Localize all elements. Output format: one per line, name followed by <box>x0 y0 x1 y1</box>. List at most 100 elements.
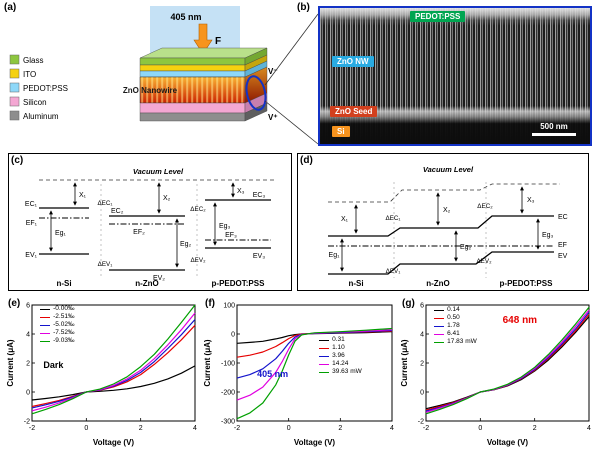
chart-f-annotation: 405 nm <box>257 368 289 379</box>
material-pedot: p-PEDOT:PSS <box>500 279 554 288</box>
label-dec1: ΔEC₁ <box>97 200 112 207</box>
legend-entry-label: 6.41 <box>447 330 460 338</box>
nsi-bands <box>39 207 89 255</box>
svg-text:2: 2 <box>26 361 30 368</box>
svg-text:-100: -100 <box>221 361 235 368</box>
svg-text:-200: -200 <box>221 390 235 397</box>
legend-line-swatch <box>434 325 445 327</box>
label-ev1: EV₁ <box>25 252 37 259</box>
svg-text:-2: -2 <box>423 425 429 432</box>
svg-text:Voltage (V): Voltage (V) <box>487 438 529 447</box>
label-ev: EV <box>558 253 568 260</box>
legend-line-swatch <box>434 341 445 343</box>
legend-line-swatch <box>319 355 330 357</box>
svg-text:0: 0 <box>420 390 424 397</box>
sem-image: PEDOT:PSS ZnO NW ZnO Seed Si 500 nm <box>318 6 592 146</box>
band-diagram-separated-box: (c) Vacuum Level <box>8 153 292 291</box>
nanowire-label: ZnO Nanowire <box>123 86 178 95</box>
label-eg1: Eg₁ <box>329 252 341 259</box>
legend-entry-label: 0.31 <box>332 336 345 344</box>
material-nzno: n-ZnO <box>426 279 450 288</box>
ito-layer <box>139 64 246 72</box>
panel-label-g: (g) <box>402 298 415 309</box>
zoom-ellipse <box>245 75 267 111</box>
material-labels-c: n-Si n-ZnO p-PEDOT:PSS <box>56 279 265 288</box>
label-x2: X₂ <box>443 207 451 214</box>
legend-entry-label: -5.02‰ <box>53 321 75 328</box>
legend-swatch-silicon <box>9 96 20 107</box>
legend-line-swatch <box>319 371 330 373</box>
label-eg3: Eg₃ <box>542 232 554 239</box>
legend-line-swatch <box>40 324 51 326</box>
material-nsi: n-Si <box>56 279 71 288</box>
legend-entry-label: 1.78 <box>447 322 460 330</box>
legend-line-swatch <box>434 309 445 311</box>
label-ef1: EF₁ <box>26 220 38 227</box>
pedot-layer <box>139 70 246 78</box>
force-arrow-icon <box>193 23 213 55</box>
label-dec2: ΔEC₂ <box>477 203 493 210</box>
device-schematic: Glass ITO PEDOT:PSS Silicon Aluminum 405… <box>9 6 278 122</box>
legend-line-swatch <box>319 339 330 341</box>
terminal-top-label: V⁻ <box>268 67 278 76</box>
legend-entry-label: -9.03‰ <box>53 337 75 344</box>
label-x1: X₁ <box>79 192 87 199</box>
legend-entry-label: 0.14 <box>447 306 460 314</box>
label-dev1: ΔEV₁ <box>386 268 401 275</box>
energy-arrows <box>340 186 540 272</box>
chart-g-annotation: 648 nm <box>502 315 538 327</box>
device-stack <box>139 47 268 122</box>
label-ef2: EF₂ <box>133 229 145 236</box>
label-ec3: EC₃ <box>253 192 266 199</box>
sem-label-zno-nw: ZnO NW <box>332 56 374 67</box>
svg-text:2: 2 <box>533 425 537 432</box>
svg-text:0: 0 <box>478 425 482 432</box>
svg-text:100: 100 <box>223 303 235 310</box>
band-diagram-junction-box: (d) Vacuum Level <box>297 153 589 291</box>
label-x3: X₃ <box>527 197 535 204</box>
legend-swatch-ito <box>9 68 20 79</box>
panel-label-a: (a) <box>4 2 17 13</box>
svg-text:2: 2 <box>139 425 143 432</box>
svg-text:-2: -2 <box>234 425 240 432</box>
svg-text:0: 0 <box>231 332 235 339</box>
svg-text:0: 0 <box>287 425 291 432</box>
force-label: F <box>215 36 221 47</box>
legend-swatch-aluminum <box>9 110 20 121</box>
silicon-layer <box>139 102 246 114</box>
svg-text:Voltage (V): Voltage (V) <box>93 438 135 447</box>
chart-e-annotation: Dark <box>43 359 64 370</box>
svg-text:2: 2 <box>420 361 424 368</box>
svg-text:4: 4 <box>587 425 591 432</box>
label-dev1: ΔEV₁ <box>98 261 113 268</box>
legend-swatch-glass <box>9 54 20 65</box>
material-labels-d: n-Si n-ZnO p-PEDOT:PSS <box>348 279 553 288</box>
label-ec2: EC₂ <box>111 208 124 215</box>
svg-text:Current (μA): Current (μA) <box>400 339 409 386</box>
band-labels-d: X₁ X₂ X₃ ΔEC₁ ΔEC₂ EC EF EV Eg₁ Eg₂ Eg₃ … <box>329 197 568 275</box>
label-ef: EF <box>558 242 567 249</box>
legend-line-swatch <box>434 333 445 335</box>
sem-label-si: Si <box>332 126 350 137</box>
svg-text:Current (μA): Current (μA) <box>203 339 212 386</box>
legend-entry-label: 39.63 mW <box>332 368 362 376</box>
label-eg2: Eg₂ <box>180 241 192 248</box>
panel-label-d: (d) <box>300 155 313 166</box>
label-eg1: Eg₁ <box>55 230 67 237</box>
laser-beam <box>150 6 240 58</box>
panel-label-f: (f) <box>205 298 215 309</box>
svg-text:-2: -2 <box>418 419 424 426</box>
svg-text:4: 4 <box>390 425 394 432</box>
legend-label-ito: ITO <box>23 70 36 79</box>
svg-text:6: 6 <box>420 303 424 310</box>
label-ef3: EF₃ <box>225 232 237 239</box>
label-x2: X₂ <box>163 195 171 202</box>
svg-text:-2: -2 <box>24 419 30 426</box>
energy-arrows <box>49 182 235 268</box>
legend-line-swatch <box>40 332 51 334</box>
